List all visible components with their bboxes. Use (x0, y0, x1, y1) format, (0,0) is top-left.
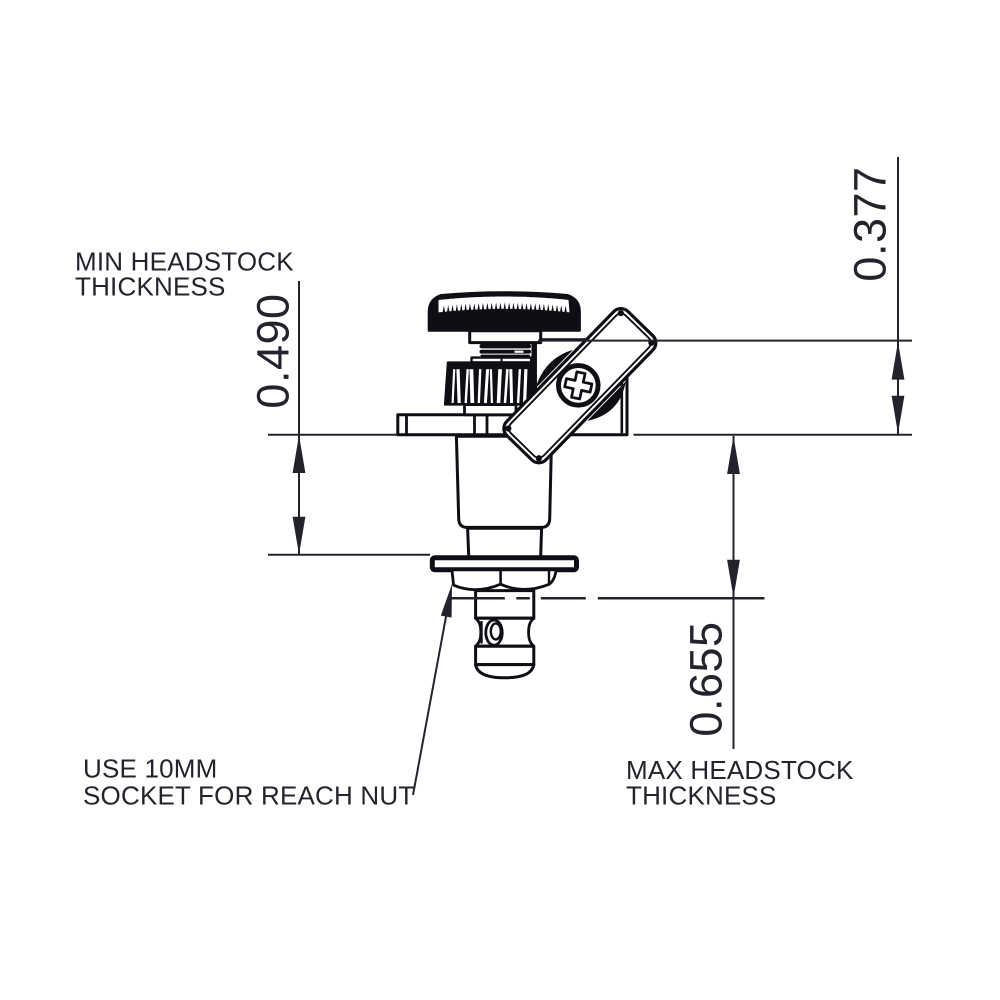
post-upper (474, 589, 536, 620)
dim-min-value: 0.490 (248, 293, 299, 408)
gear-knurl-stripe (516, 369, 522, 404)
gear-knurl-stripes (451, 369, 528, 404)
nut-body (450, 568, 558, 592)
gear-knurl-stripe (483, 369, 490, 404)
key-corner-nub (505, 425, 512, 432)
socket-note-line1: USE 10MM (83, 754, 218, 784)
threaded-bushing (454, 434, 554, 560)
dim-max-value: 0.655 (681, 621, 732, 736)
thumb-knob (427, 291, 581, 332)
gear-knurl-stripe (489, 369, 493, 404)
annotation-text: MIN HEADSTOCK THICKNESS MAX HEADSTOCK TH… (75, 166, 896, 810)
knob-neck (468, 329, 543, 345)
post-lower (474, 644, 536, 667)
gear-knurl-stripe (503, 369, 509, 404)
worm-gear (443, 361, 533, 406)
tuner-drawing (396, 291, 658, 680)
spring-band-1 (479, 343, 531, 349)
key-corner-nub (617, 309, 624, 317)
washer (429, 555, 579, 573)
knob-knurl-highlight (438, 296, 570, 313)
max-headstock-label-line1: MAX HEADSTOCK (626, 755, 854, 785)
dim-min-arrow-up (292, 435, 306, 473)
hex-nut (450, 568, 558, 592)
min-headstock-label-line2: THICKNESS (75, 272, 226, 302)
dimension-arrows (292, 341, 905, 618)
key-corner-nub (535, 455, 542, 462)
post-dome (474, 663, 536, 680)
leader-arrowhead (440, 584, 452, 618)
string-hole-inner (489, 622, 502, 641)
gear-knurl-stripe (469, 369, 475, 404)
min-headstock-label-line1: MIN HEADSTOCK (75, 247, 294, 277)
dim-top-value: 0.377 (845, 166, 896, 281)
dim-max-arrow-down (727, 559, 740, 598)
rotor-crescent-upper (535, 349, 574, 389)
phillips-screw (556, 363, 601, 408)
annotation-lines (268, 157, 912, 749)
post-waist (474, 616, 536, 648)
max-headstock-label-line2: THICKNESS (626, 781, 777, 811)
string-post (474, 589, 536, 680)
dim-min-arrow-down (292, 516, 306, 555)
gear-knurl-stripe (496, 369, 502, 404)
socket-note-line2: SOCKET FOR REACH NUT (83, 781, 414, 811)
spring-band-2-notch (514, 350, 524, 353)
leader-line (412, 613, 448, 796)
bushing-narrow (466, 526, 544, 560)
gear-hub (463, 403, 518, 417)
spring-washer-stack (479, 343, 531, 357)
dim-max-arrow-up (727, 436, 740, 474)
screw-cross (563, 370, 594, 401)
dim-top-arrow-down (891, 395, 905, 434)
gear-knurl-stripe (523, 369, 528, 404)
dim-top-arrow-up (891, 341, 905, 380)
gear-knurl-stripe (456, 369, 461, 404)
gear-knurl-stripe (451, 369, 456, 404)
gear-knurl-stripe (509, 369, 514, 404)
gear-knurl-stripe (477, 369, 482, 404)
gear-knurl-stripe (464, 369, 469, 404)
